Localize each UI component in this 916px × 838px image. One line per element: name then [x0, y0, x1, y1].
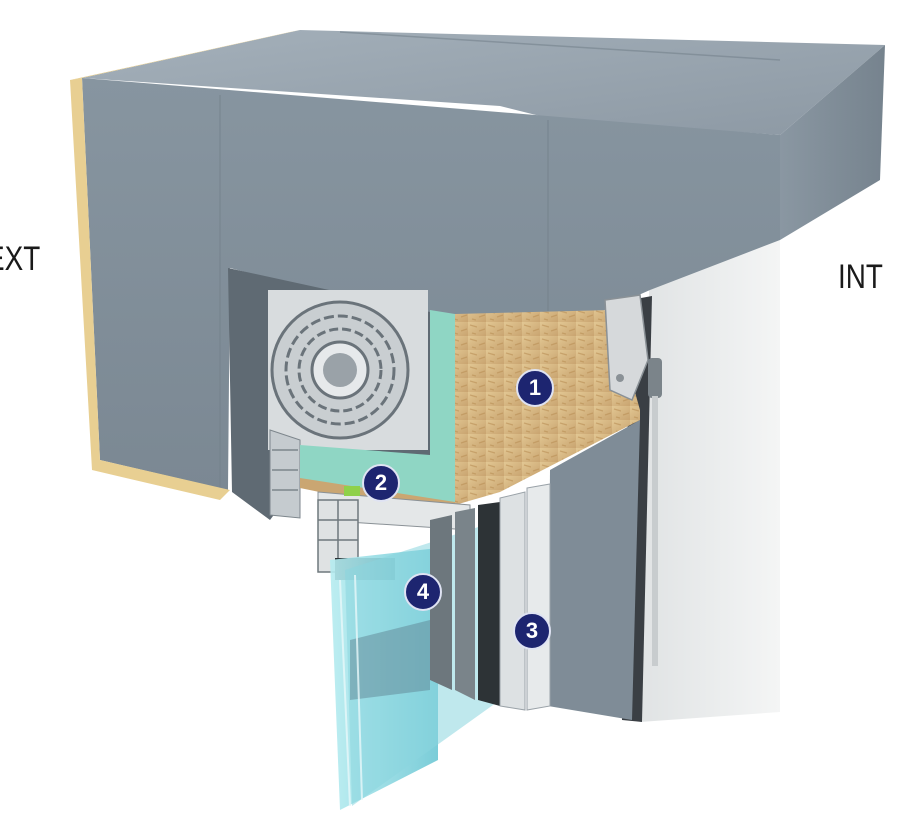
insulation-top [70, 30, 300, 80]
lintel-right-face [780, 45, 885, 240]
roller-shutter [268, 290, 428, 519]
marker-1: 1 [516, 369, 554, 407]
interior-wall [622, 235, 780, 722]
osb-panel [455, 310, 640, 505]
bracket-icon [604, 294, 662, 666]
interior-label: INT [838, 258, 883, 296]
lintel-top-face [82, 30, 885, 135]
exterior-label: EXT [0, 240, 41, 278]
concrete-wall-lower [548, 420, 640, 720]
lintel-front-face [82, 78, 780, 490]
marker-2: 2 [362, 464, 400, 502]
marker-4: 4 [404, 573, 442, 611]
window-sash-profiles [430, 483, 551, 711]
marker-3: 3 [513, 612, 551, 650]
box-insulation-vertical [430, 310, 455, 505]
